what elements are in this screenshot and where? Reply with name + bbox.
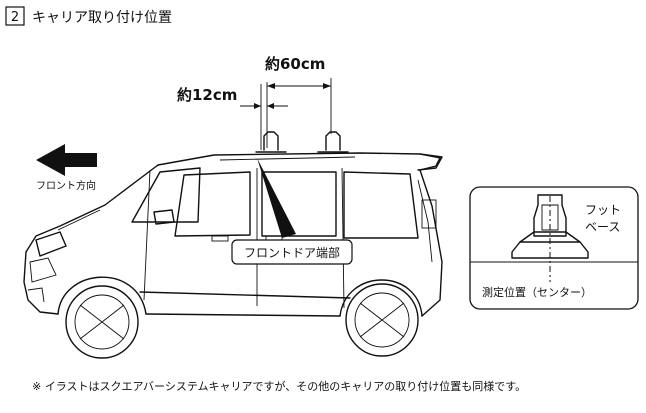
dimension-label-12cm: 約12cm — [177, 86, 237, 104]
front-direction: フロント方向 — [36, 144, 97, 192]
dimension-lines — [240, 78, 332, 150]
section-title: キャリア取り付け位置 — [32, 10, 172, 26]
section-header: 2 キャリア取り付け位置 — [5, 6, 172, 26]
section-number-box — [5, 6, 25, 26]
front-direction-label: フロント方向 — [36, 179, 96, 192]
foot-label: フット — [585, 203, 621, 217]
callout-pointer — [257, 158, 296, 238]
footnote: ※ イラストはスクエアバーシステムキャリアですが、その他のキャリアの取り付け位置… — [32, 379, 526, 393]
measurement-center-label: 測定位置（センター） — [482, 285, 592, 299]
base-label: ベース — [585, 220, 620, 234]
front-door-edge-label: フロントドア端部 — [244, 245, 340, 260]
arrow-left-icon — [36, 144, 97, 176]
foot-base-inset: フット ベース 測定位置（センター） — [469, 186, 639, 310]
front-door-edge-callout: フロントドア端部 — [231, 239, 353, 265]
dimension-label-60cm: 約60cm — [265, 55, 325, 73]
section-number: 2 — [11, 10, 19, 25]
car-illustration — [23, 131, 443, 359]
